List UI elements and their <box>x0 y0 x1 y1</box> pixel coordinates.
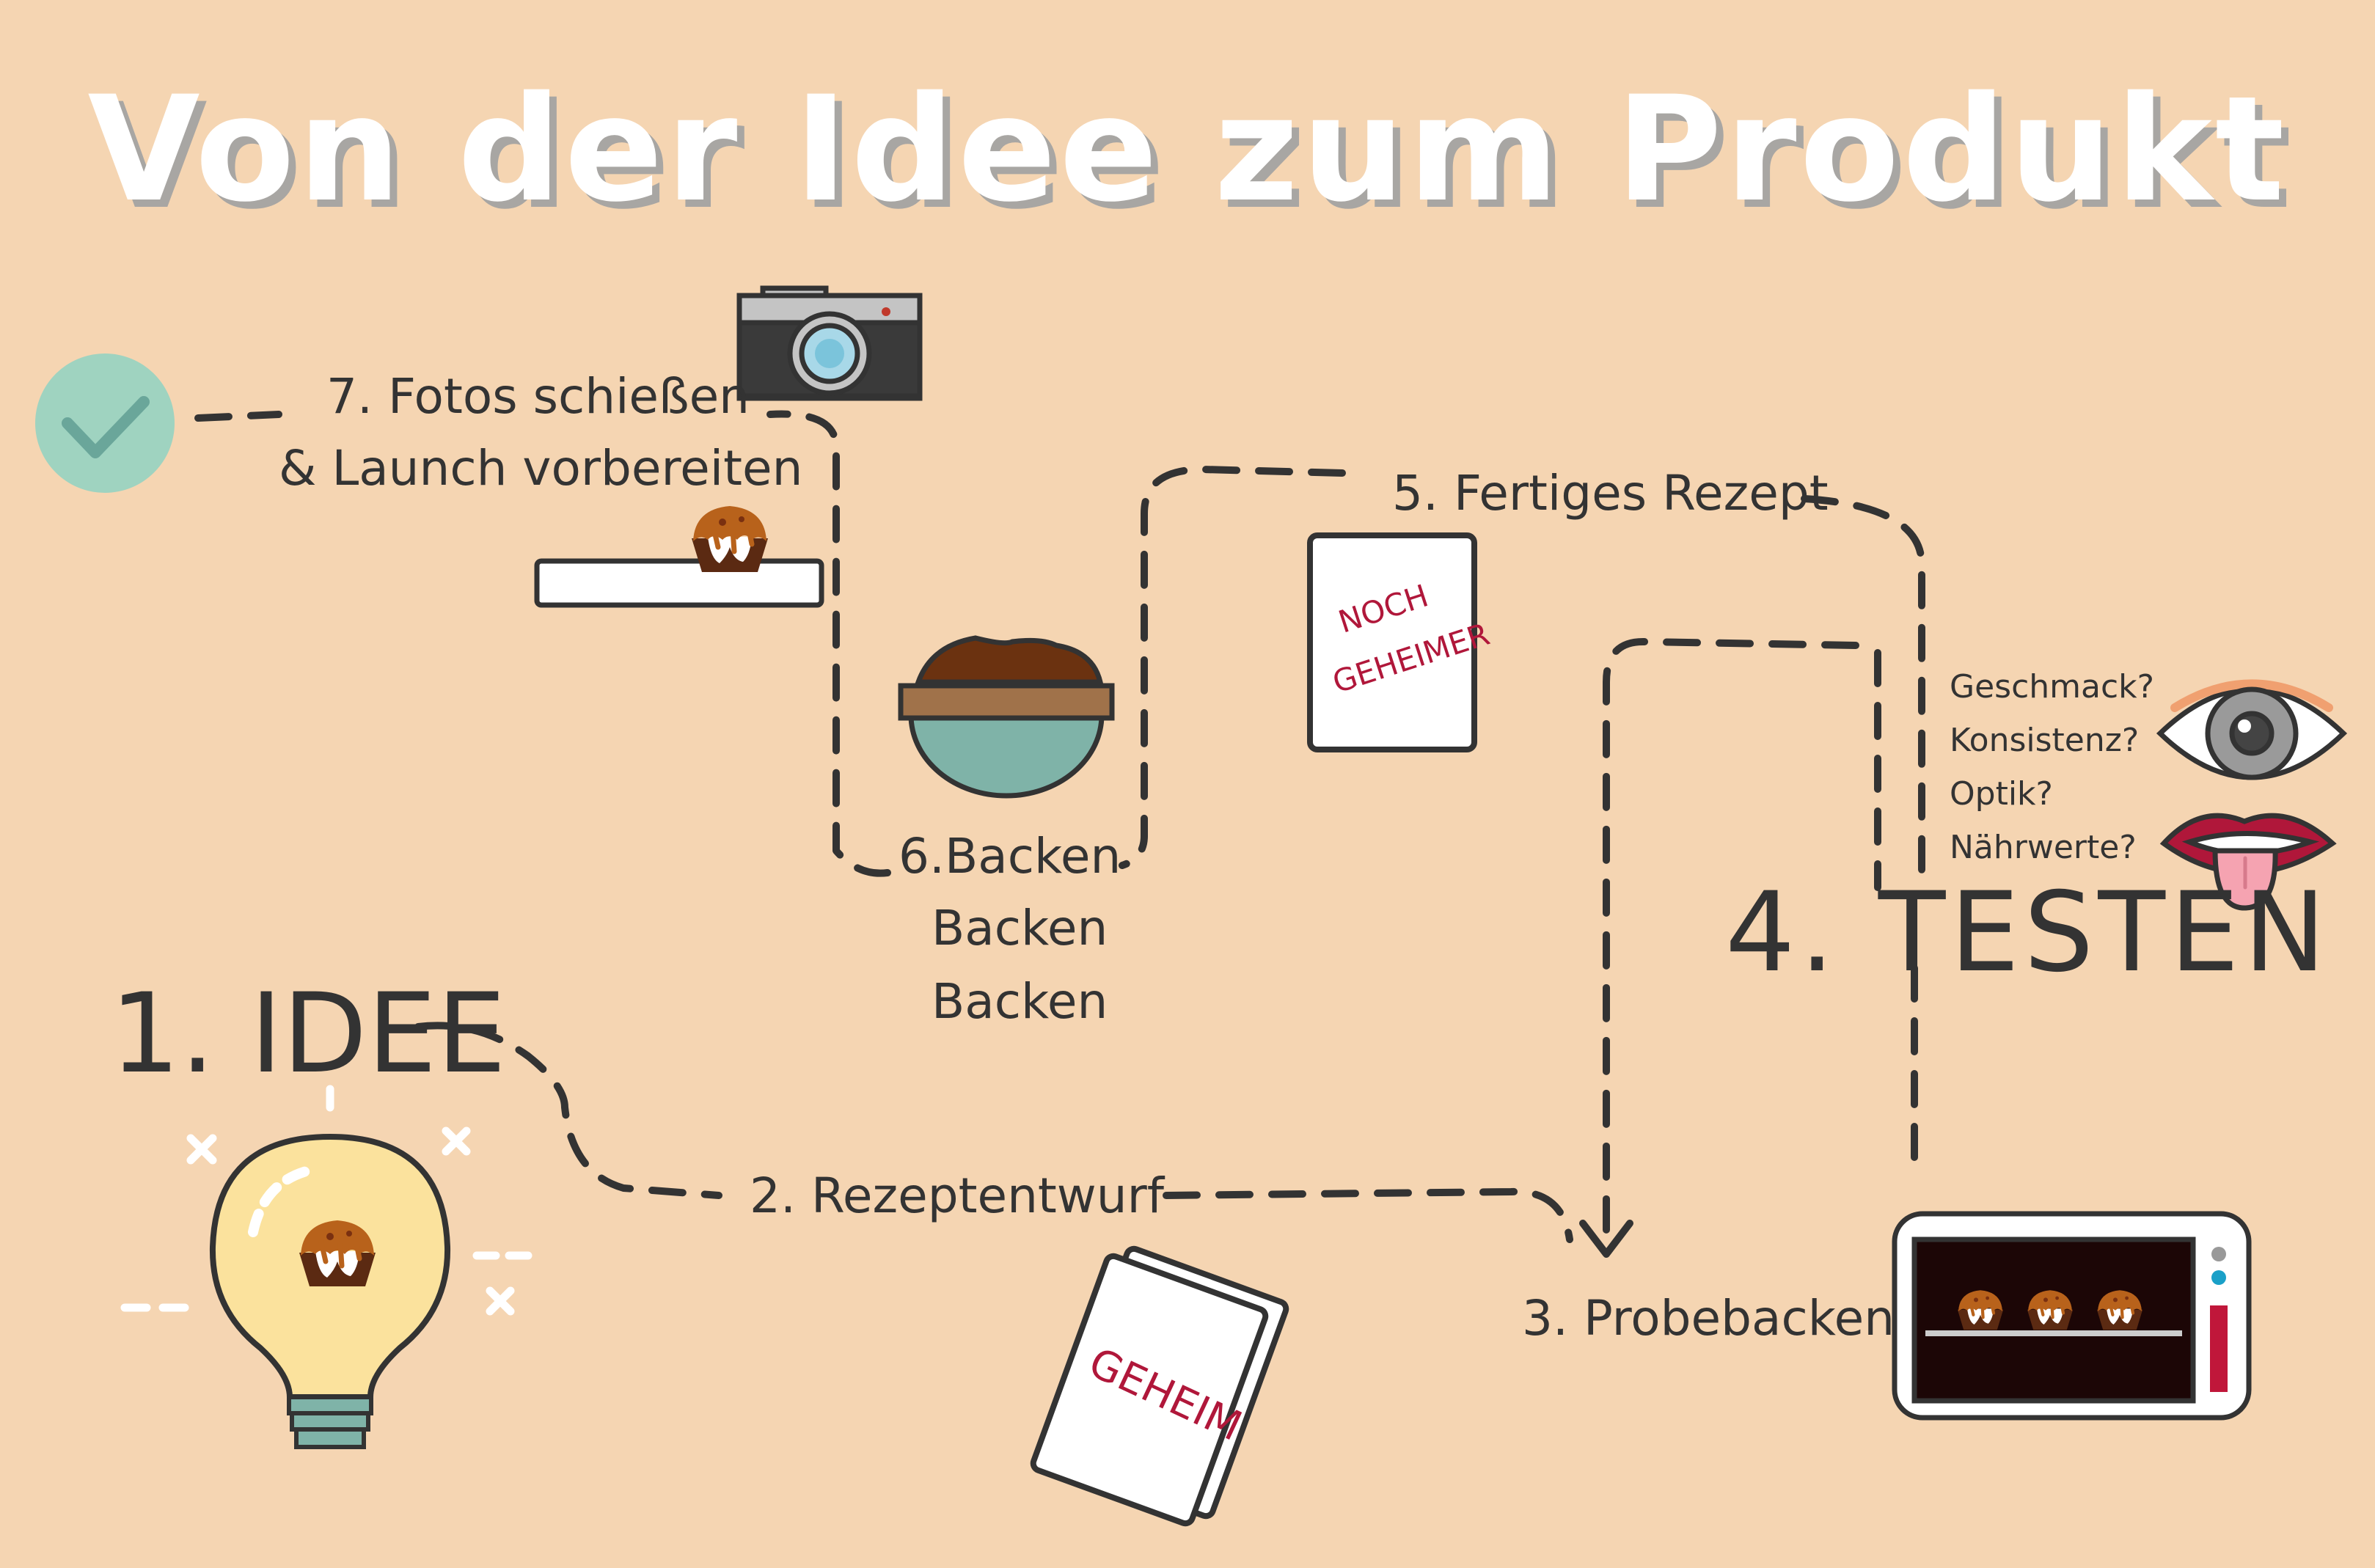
step-7-label-line2: & Launch vorbereiten <box>279 440 803 497</box>
step-4-label: 4. TESTEN <box>1725 869 2331 997</box>
step-1-label: 1. IDEE <box>110 970 507 1098</box>
step-6-label-line3: Backen <box>932 973 1108 1030</box>
process-path <box>194 410 1925 1250</box>
test-criterion-taste: Geschmack? <box>1950 668 2155 706</box>
check-icon <box>35 353 175 493</box>
test-criterion-look: Optik? <box>1950 775 2053 813</box>
oven-icon <box>1892 1211 2252 1421</box>
launch-shelf <box>534 558 824 608</box>
secret-papers-icon <box>1030 1245 1289 1527</box>
test-criterion-consistency: Konsistenz? <box>1950 722 2140 759</box>
test-criterion-nutrition: Nährwerte? <box>1950 829 2137 866</box>
mouth-icon <box>2159 813 2337 911</box>
muffin-icon <box>692 506 768 572</box>
bowl-icon <box>898 635 1115 799</box>
step-3-label: 3. Probebacken <box>1522 1290 1895 1347</box>
diagram-title: Von der Idee zum Produkt <box>87 65 2288 234</box>
camera-icon <box>736 285 923 401</box>
step-2-label: 2. Rezeptentwurf <box>750 1168 1164 1224</box>
step-5-label: 5. Fertiges Rezept <box>1392 465 1829 521</box>
step-6-label-line1: 6.Backen <box>899 828 1121 884</box>
recipe-card-icon <box>1307 532 1477 752</box>
arrow-head-icon <box>1579 1220 1633 1258</box>
step-6-label-line2: Backen <box>932 900 1108 956</box>
eye-icon <box>2156 679 2348 780</box>
step-7-label-line1: 7. Fotos schießen <box>326 368 750 425</box>
